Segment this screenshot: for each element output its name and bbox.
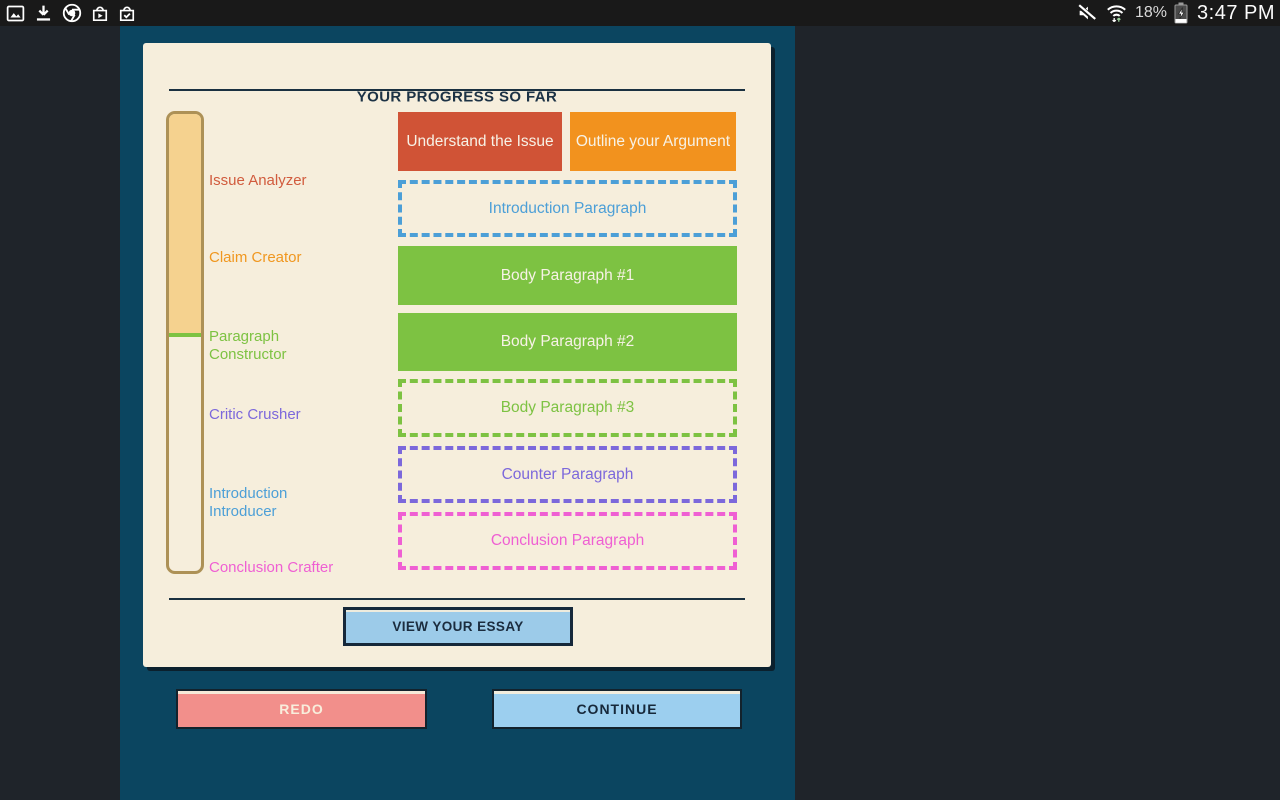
stage-label-critic-crusher: Critic Crusher — [209, 406, 301, 423]
gallery-icon — [5, 3, 26, 24]
step-box-body-paragraph-1: Body Paragraph #1 — [398, 246, 737, 305]
stage-label-conclusion-crafter: Conclusion Crafter — [209, 559, 334, 576]
battery-percent-label: 18% — [1134, 4, 1168, 21]
stage-label-introduction-introducer: Introduction Introducer — [209, 485, 288, 520]
view-essay-button[interactable]: VIEW YOUR ESSAY — [343, 607, 573, 646]
step-box-body-paragraph-3: Body Paragraph #3 — [398, 379, 737, 437]
notification-icons — [5, 2, 137, 24]
stage-label-paragraph-constructor: Paragraph Constructor — [209, 328, 287, 363]
step-box-introduction-paragraph: Introduction Paragraph — [398, 180, 737, 237]
system-status-icons: 18% 3:47 PM — [1076, 2, 1275, 25]
clock: 3:47 PM — [1197, 1, 1275, 24]
status-bar: 18% 3:47 PM — [0, 0, 1280, 26]
download-icon — [33, 3, 54, 24]
top-divider — [169, 89, 745, 91]
chrome-icon — [61, 2, 83, 24]
battery-charging-icon — [1174, 2, 1188, 24]
stage-label-issue-analyzer: Issue Analyzer — [209, 172, 307, 189]
stage-label-claim-creator: Claim Creator — [209, 249, 302, 266]
progress-track-fill — [169, 114, 201, 338]
step-box-outline-your-argument: Outline your Argument — [570, 112, 736, 171]
redo-button[interactable]: REDO — [176, 689, 427, 729]
step-box-conclusion-paragraph: Conclusion Paragraph — [398, 512, 737, 570]
progress-track — [166, 111, 204, 574]
mute-icon — [1076, 2, 1098, 24]
step-box-body-paragraph-2: Body Paragraph #2 — [398, 313, 737, 371]
bottom-divider — [169, 598, 745, 600]
page-title: YOUR PROGRESS SO FAR — [356, 88, 558, 106]
continue-button[interactable]: CONTINUE — [492, 689, 742, 729]
wifi-icon — [1105, 2, 1128, 24]
play-store-icon — [90, 3, 110, 24]
step-box-understand-the-issue: Understand the Issue — [398, 112, 562, 171]
step-box-counter-paragraph: Counter Paragraph — [398, 446, 737, 503]
verified-apps-icon — [117, 3, 137, 24]
